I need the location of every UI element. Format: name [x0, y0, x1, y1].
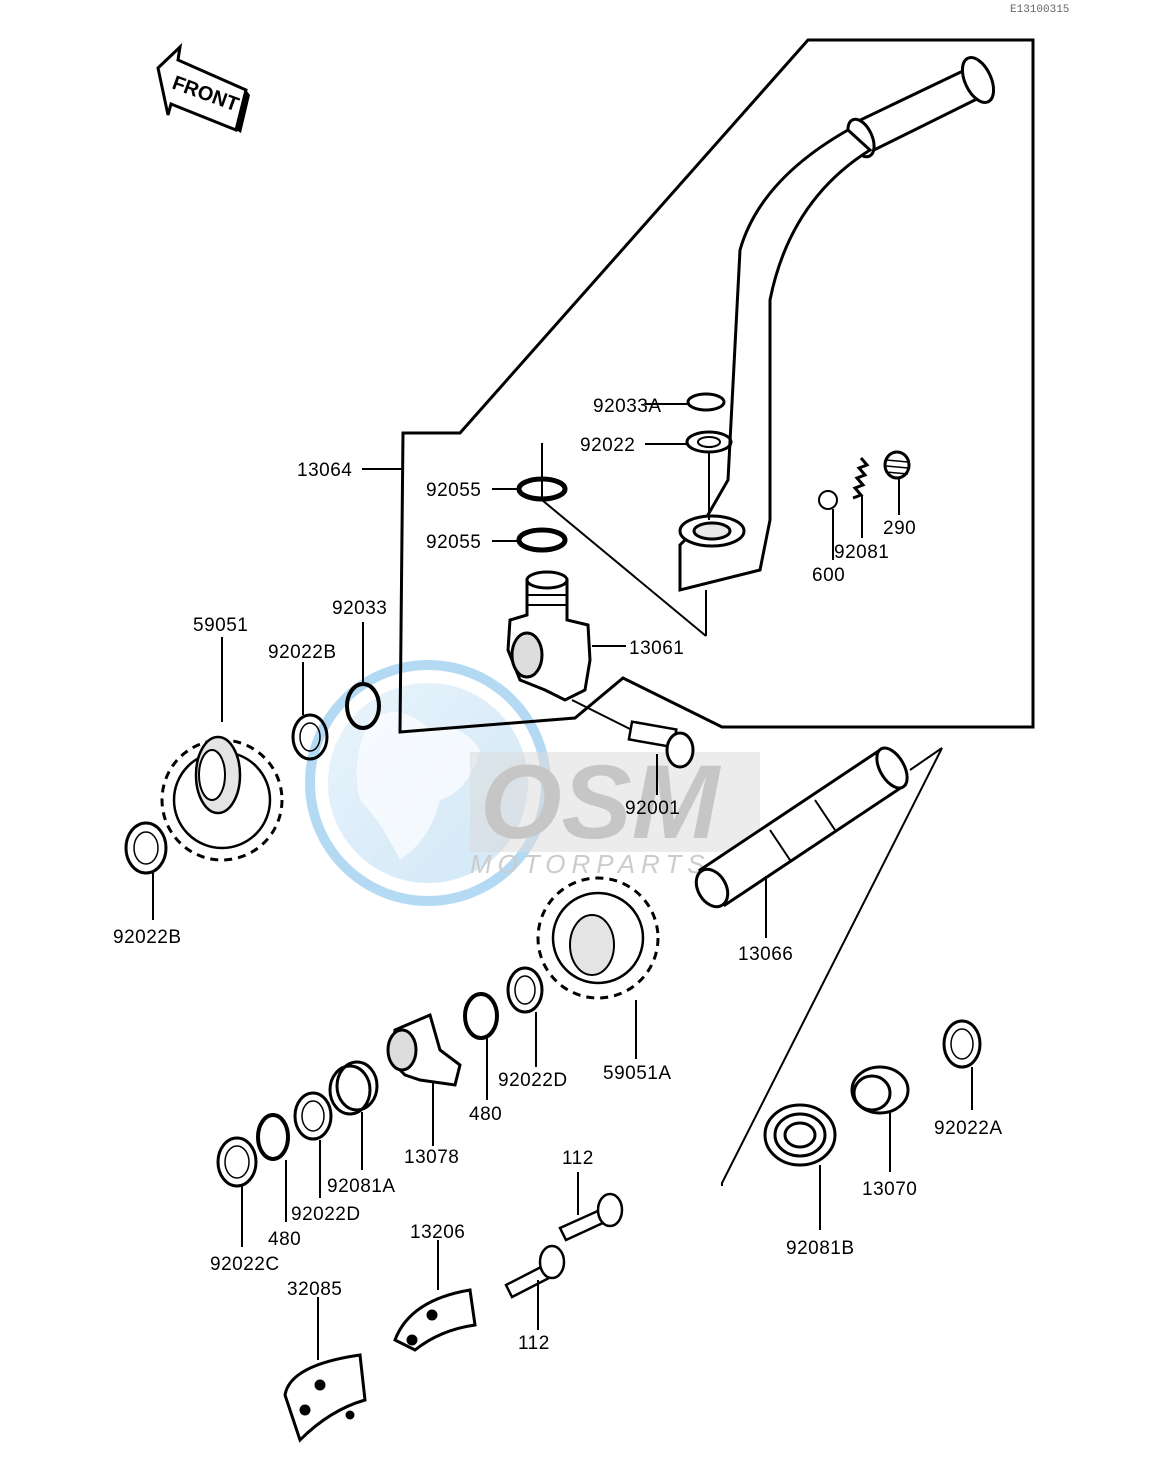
callout-92055-bottom: 92055 [426, 532, 481, 553]
callout-92055-top: 92055 [426, 480, 481, 501]
o-ring-92055-bottom [516, 527, 568, 553]
washer-92022d-right [506, 966, 544, 1014]
watermark-globe-ring [305, 660, 551, 906]
callout-480-left: 480 [268, 1229, 301, 1250]
circlip-480-left [256, 1113, 290, 1161]
callout-290: 290 [883, 518, 916, 539]
callout-92022a: 92022A [934, 1118, 1003, 1139]
spring-92081a [328, 1060, 379, 1116]
washer-92022 [685, 430, 733, 454]
callout-13066: 13066 [738, 944, 793, 965]
callout-112-bottom: 112 [518, 1333, 550, 1354]
watermark-subtitle: MOTORPARTS [470, 849, 711, 879]
callout-92033a: 92033A [593, 396, 662, 417]
callout-13078: 13078 [404, 1147, 459, 1168]
guide-line-right [721, 747, 943, 1186]
kick-pedal-arm [678, 56, 996, 592]
kick-shaft-13066 [694, 746, 909, 909]
callout-92033: 92033 [332, 598, 387, 619]
callout-92081a: 92081A [327, 1176, 396, 1197]
callout-92022d-right: 92022D [498, 1070, 568, 1091]
front-arrow-icon: FRONT [156, 42, 250, 133]
callout-92081: 92081 [834, 542, 889, 563]
circlip-92033a [686, 392, 726, 412]
callout-600: 600 [812, 565, 845, 586]
circlip-480-right [463, 992, 499, 1040]
diagram-code: E13100315 [1010, 4, 1069, 16]
bolt-112-bottom [504, 1244, 566, 1299]
callout-92022: 92022 [580, 435, 635, 456]
spring-92081 [852, 457, 870, 500]
ratchet-13078 [386, 1012, 462, 1087]
callout-13206: 13206 [410, 1222, 465, 1243]
callout-92081b: 92081B [786, 1238, 855, 1259]
guide-13206 [393, 1288, 477, 1352]
spring-92081b [763, 1103, 837, 1167]
washer-92022b-left [124, 821, 168, 875]
callout-13070: 13070 [862, 1179, 917, 1200]
kick-pedal-assembly-outline [398, 38, 1035, 734]
callout-59051a: 59051A [603, 1063, 672, 1084]
washer-92022a [942, 1019, 982, 1069]
callout-13061: 13061 [629, 638, 684, 659]
callout-92022c: 92022C [210, 1254, 280, 1275]
kick-lever-13061 [506, 570, 592, 702]
collar-13070 [850, 1065, 910, 1115]
callout-92022b-left: 92022B [113, 927, 182, 948]
callout-13064: 13064 [297, 460, 352, 481]
gear-59051a [536, 876, 660, 1000]
callout-92022b-top: 92022B [268, 642, 337, 663]
callout-112-top: 112 [562, 1148, 594, 1169]
callout-59051: 59051 [193, 615, 248, 636]
plug-290 [883, 450, 911, 480]
callout-480-right: 480 [469, 1104, 502, 1125]
callout-92001: 92001 [625, 798, 680, 819]
ball-600 [818, 490, 838, 510]
bolt-112-top [558, 1192, 624, 1242]
callout-92022d-left: 92022D [291, 1204, 361, 1225]
guide-32085 [283, 1353, 367, 1443]
gear-59051 [160, 735, 284, 862]
washer-92022d-left [293, 1091, 333, 1141]
callout-32085: 32085 [287, 1279, 342, 1300]
bolt-92001 [571, 699, 695, 795]
watermark-logo-block [470, 752, 760, 852]
washer-92022c [216, 1136, 258, 1188]
washer-92022b-top [291, 713, 329, 761]
